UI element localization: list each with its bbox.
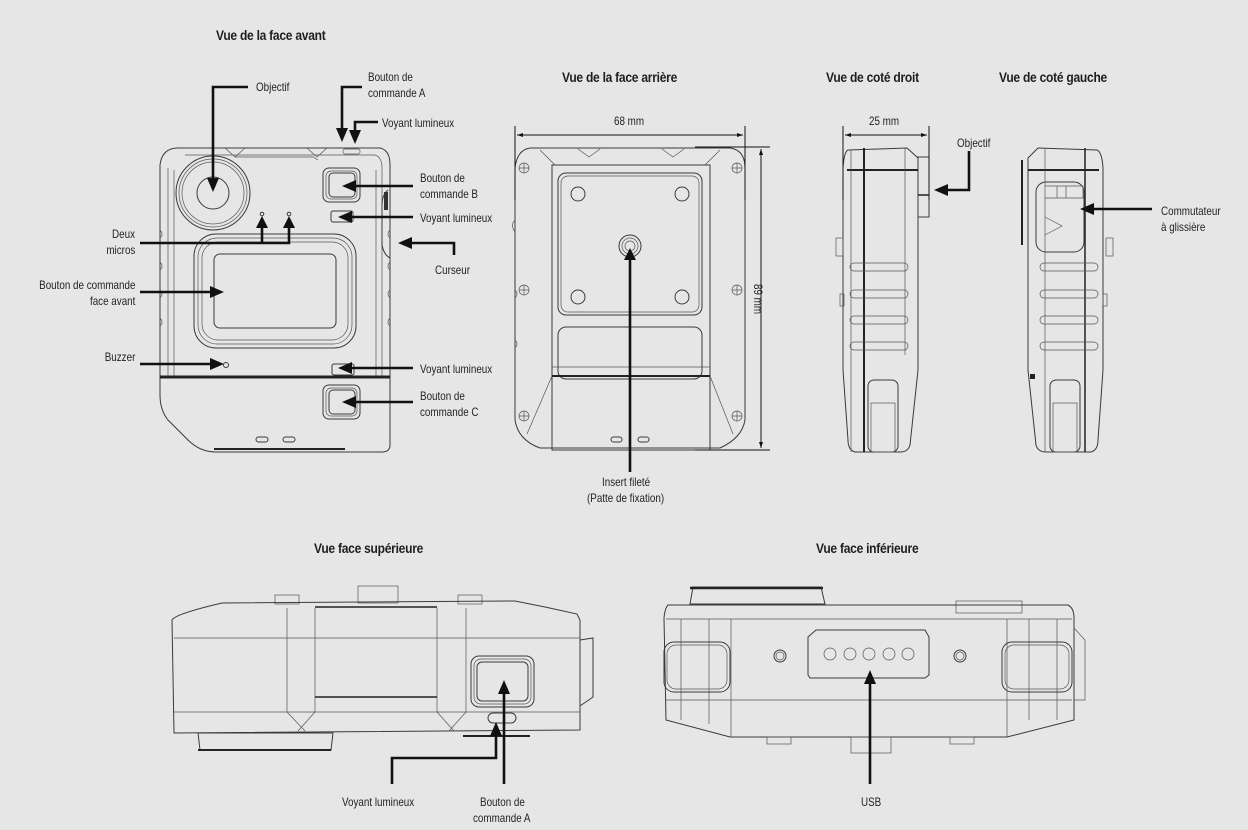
label-top-bouton-a-line2: commande A: [473, 811, 531, 825]
label-switch-line1: Commutateur: [1161, 204, 1221, 218]
mic-right-icon: [286, 211, 292, 217]
right-side-view-title: Vue de coté droit: [826, 69, 919, 85]
usb-port-icon: [807, 629, 930, 679]
led-low-icon: [331, 363, 355, 376]
label-insert-line1: Insert fileté: [602, 475, 651, 489]
label-front-button-line2: face avant: [89, 294, 135, 308]
label-bouton-b-line2: commande B: [420, 187, 478, 201]
label-bouton-c-line2: commande C: [420, 405, 479, 419]
front-view-device: [159, 147, 391, 453]
label-voyant-mid: Voyant lumineux: [420, 211, 493, 225]
left-side-leader: [1080, 203, 1152, 215]
top-view-device: [171, 585, 594, 751]
rear-view-title: Vue de la face arrière: [562, 69, 678, 85]
label-voyant-top: Voyant lumineux: [382, 116, 455, 130]
right-side-dimensions: [842, 126, 971, 200]
label-curseur: Curseur: [435, 263, 471, 277]
side-depth-dimension: 25 mm: [869, 114, 900, 128]
front-view-title: Vue de la face avant: [216, 27, 326, 43]
buzzer-icon: [223, 362, 229, 368]
front-leaders: [140, 85, 456, 408]
left-side-view-device: [1021, 147, 1114, 453]
label-top-voyant: Voyant lumineux: [342, 795, 415, 809]
rear-width-dimension: 68 mm: [614, 114, 645, 128]
label-side-objectif: Objectif: [957, 136, 991, 150]
label-buzzer: Buzzer: [104, 350, 135, 364]
rear-dimensions: [514, 126, 770, 472]
bottom-view-device: [663, 586, 1086, 754]
left-side-view-title: Vue de coté gauche: [999, 69, 1107, 85]
label-bouton-b-line1: Bouton de: [420, 171, 465, 185]
label-bouton-c-line1: Bouton de: [420, 389, 465, 403]
label-switch-line2: à glissière: [1161, 220, 1206, 234]
label-objectif: Objectif: [256, 80, 290, 94]
label-top-bouton-a-line1: Bouton de: [480, 795, 525, 809]
top-view-leaders: [390, 680, 510, 784]
right-side-view-device: [835, 147, 930, 453]
label-voyant-low: Voyant lumineux: [420, 362, 493, 376]
mic-left-icon: [259, 211, 265, 217]
label-micros-line2: micros: [106, 243, 135, 257]
bottom-view-title: Vue face inférieure: [816, 540, 919, 556]
bottom-view-leader: [864, 670, 876, 784]
label-front-button-line1: Bouton de commande: [38, 278, 135, 292]
top-led-icon: [487, 712, 517, 724]
top-view-title: Vue face supérieure: [314, 540, 424, 556]
label-insert-line2: (Patte de fixation): [587, 491, 665, 505]
label-usb: USB: [861, 795, 882, 809]
label-bouton-a-line1: Bouton de: [368, 70, 413, 84]
label-bouton-a-line2: commande A: [368, 86, 426, 100]
top-button-a-icon: [470, 655, 535, 708]
label-micros-line1: Deux: [112, 227, 135, 241]
slide-switch-icon: [1035, 181, 1085, 253]
